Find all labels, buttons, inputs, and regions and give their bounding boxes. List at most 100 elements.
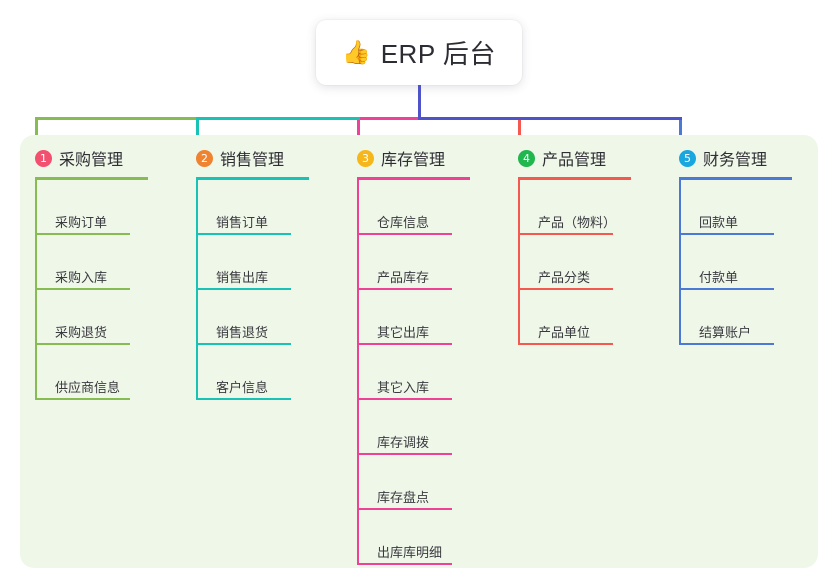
- branch-item-label: 客户信息: [216, 380, 269, 395]
- branch-item[interactable]: 其它入库: [357, 345, 493, 400]
- branch-header[interactable]: 5 财务管理: [665, 145, 815, 171]
- branch-item-label: 结算账户: [699, 325, 752, 340]
- branch-item-underline: [518, 233, 613, 235]
- branch-item[interactable]: 库存盘点: [357, 455, 493, 510]
- branch-item[interactable]: 采购入库: [35, 235, 171, 290]
- branch-item-label: 产品分类: [538, 270, 591, 285]
- branch-item-underline: [196, 398, 291, 400]
- branch-item[interactable]: 产品（物料）: [518, 180, 654, 235]
- branch-item[interactable]: 库存调拨: [357, 400, 493, 455]
- root-title: ERP 后台: [380, 39, 496, 69]
- branch-item-label: 采购订单: [55, 215, 108, 230]
- branch-item[interactable]: 采购退货: [35, 290, 171, 345]
- branch-item-underline: [357, 343, 452, 345]
- branch-item-underline: [35, 343, 130, 345]
- branch-item-underline: [357, 563, 452, 565]
- branch-item-label: 产品单位: [538, 325, 591, 340]
- branch-item[interactable]: 仓库信息: [357, 180, 493, 235]
- branch-item-underline: [357, 398, 452, 400]
- branch-item-label: 其它入库: [377, 380, 430, 395]
- branch-item-underline: [357, 508, 452, 510]
- branch-number-badge: 4: [518, 149, 535, 167]
- connector-bar-segment: [196, 117, 360, 120]
- branch-item[interactable]: 客户信息: [196, 345, 332, 400]
- branch-title: 财务管理: [703, 152, 768, 169]
- branch-item-underline: [196, 288, 291, 290]
- connector-drop-3: [357, 120, 360, 148]
- branch-item[interactable]: 销售出库: [196, 235, 332, 290]
- branch-spine: [35, 180, 37, 400]
- branch-column-3[interactable]: 3 库存管理仓库信息产品库存其它出库其它入库库存调拨库存盘点出库库明细: [343, 145, 493, 565]
- branch-item-underline: [35, 288, 130, 290]
- branches-panel: [20, 135, 818, 568]
- connector-drop-4: [518, 120, 521, 148]
- branch-column-2[interactable]: 2 销售管理销售订单销售出库销售退货客户信息: [182, 145, 332, 400]
- branch-item-label: 库存盘点: [377, 490, 430, 505]
- branch-item-label: 付款单: [699, 270, 739, 285]
- branch-title: 销售管理: [220, 152, 285, 169]
- branch-item[interactable]: 产品单位: [518, 290, 654, 345]
- branch-item-underline: [518, 343, 613, 345]
- branch-item-label: 出库库明细: [377, 545, 443, 560]
- connector-drop-5: [679, 120, 682, 148]
- branch-item[interactable]: 产品分类: [518, 235, 654, 290]
- branch-item-underline: [679, 288, 774, 290]
- branch-item[interactable]: 产品库存: [357, 235, 493, 290]
- branch-item-underline: [35, 233, 130, 235]
- branch-item-underline: [679, 233, 774, 235]
- branch-spine: [679, 180, 681, 345]
- branch-title: 采购管理: [59, 152, 124, 169]
- branch-item-label: 供应商信息: [55, 380, 121, 395]
- branch-item-label: 销售出库: [216, 270, 269, 285]
- branch-header-underline: [196, 177, 309, 180]
- branch-item-underline: [357, 453, 452, 455]
- branch-header-underline: [679, 177, 792, 180]
- branch-title: 库存管理: [381, 152, 446, 169]
- branch-item[interactable]: 付款单: [679, 235, 815, 290]
- branch-item-underline: [196, 233, 291, 235]
- branch-column-5[interactable]: 5 财务管理回款单付款单结算账户: [665, 145, 815, 345]
- root-node[interactable]: 👍 ERP 后台: [316, 20, 522, 85]
- branch-item-label: 产品库存: [377, 270, 430, 285]
- thumbs-up-icon: 👍: [342, 39, 371, 65]
- trunk-line: [418, 85, 421, 120]
- branch-item-list: 采购订单采购入库采购退货供应商信息: [35, 180, 171, 400]
- branch-item-label: 销售退货: [216, 325, 269, 340]
- branch-item-underline: [196, 343, 291, 345]
- branch-item[interactable]: 销售退货: [196, 290, 332, 345]
- connector-drop-2: [196, 120, 199, 148]
- branch-item[interactable]: 销售订单: [196, 180, 332, 235]
- branch-item[interactable]: 回款单: [679, 180, 815, 235]
- branch-item-underline: [35, 398, 130, 400]
- branch-item-label: 采购入库: [55, 270, 108, 285]
- branch-header[interactable]: 2 销售管理: [182, 145, 332, 171]
- branch-spine: [518, 180, 520, 345]
- branch-item-label: 产品（物料）: [538, 215, 617, 230]
- branch-item[interactable]: 出库库明细: [357, 510, 493, 565]
- branch-item-list: 销售订单销售出库销售退货客户信息: [196, 180, 332, 400]
- branch-item[interactable]: 采购订单: [35, 180, 171, 235]
- branch-number-badge: 5: [679, 149, 696, 167]
- branch-item-underline: [679, 343, 774, 345]
- branch-item[interactable]: 结算账户: [679, 290, 815, 345]
- branch-header[interactable]: 3 库存管理: [343, 145, 493, 171]
- branch-item-label: 回款单: [699, 215, 739, 230]
- branch-header-underline: [35, 177, 148, 180]
- branch-spine: [357, 180, 359, 565]
- branch-item[interactable]: 供应商信息: [35, 345, 171, 400]
- connector-bar-segment: [35, 117, 199, 120]
- branch-item-underline: [518, 288, 613, 290]
- branch-number-badge: 3: [357, 149, 374, 167]
- trunk-bar-right: [418, 117, 682, 120]
- branch-item-label: 其它出库: [377, 325, 430, 340]
- branch-item-label: 采购退货: [55, 325, 108, 340]
- branch-item[interactable]: 其它出库: [357, 290, 493, 345]
- branch-number-badge: 2: [196, 149, 213, 167]
- branch-item-label: 仓库信息: [377, 215, 430, 230]
- branch-header-underline: [518, 177, 631, 180]
